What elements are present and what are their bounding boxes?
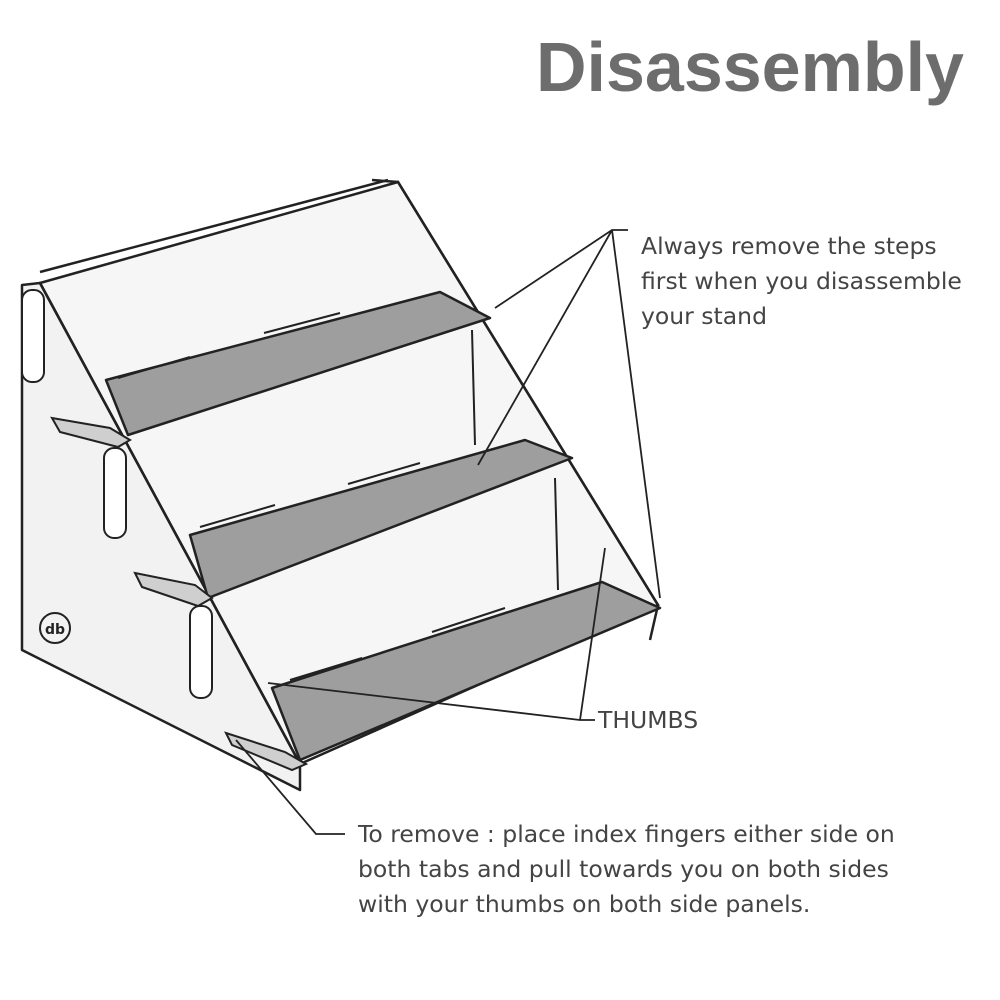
steps-instruction-line: Always remove the steps <box>641 232 937 260</box>
db-logo-text: db <box>45 622 65 638</box>
step-tab-bottom-left <box>224 731 309 772</box>
front-support-line <box>471 329 476 446</box>
left-side-panel <box>20 281 302 792</box>
step-tab-middle-left <box>133 571 214 608</box>
step-shelf-top <box>104 290 492 437</box>
shelf-slots <box>117 312 506 681</box>
thumbs-label: THUMBS <box>598 706 699 734</box>
step-tab-top-left <box>50 416 132 449</box>
callout-lines <box>235 229 661 835</box>
steps-instruction-line: your stand <box>641 302 767 330</box>
side-panel-notches <box>21 289 213 699</box>
remove-instruction-line: with your thumbs on both side panels. <box>358 890 811 918</box>
step-shelf-bottom <box>270 580 662 762</box>
steps-instruction: Always remove the steps first when you d… <box>641 229 962 334</box>
page-title: Disassembly <box>535 28 964 106</box>
remove-instruction: To remove : place index fingers either s… <box>358 817 895 922</box>
steps-instruction-line: first when you disassemble <box>641 267 962 295</box>
remove-instruction-line: To remove : place index fingers either s… <box>358 820 895 848</box>
db-logo <box>39 612 71 644</box>
left-panel-edge <box>38 282 302 765</box>
back-panel-top-edge <box>39 178 389 274</box>
remove-instruction-line: both tabs and pull towards you on both s… <box>358 855 889 883</box>
step-shelf-middle <box>188 438 574 600</box>
front-support-line <box>554 477 559 591</box>
